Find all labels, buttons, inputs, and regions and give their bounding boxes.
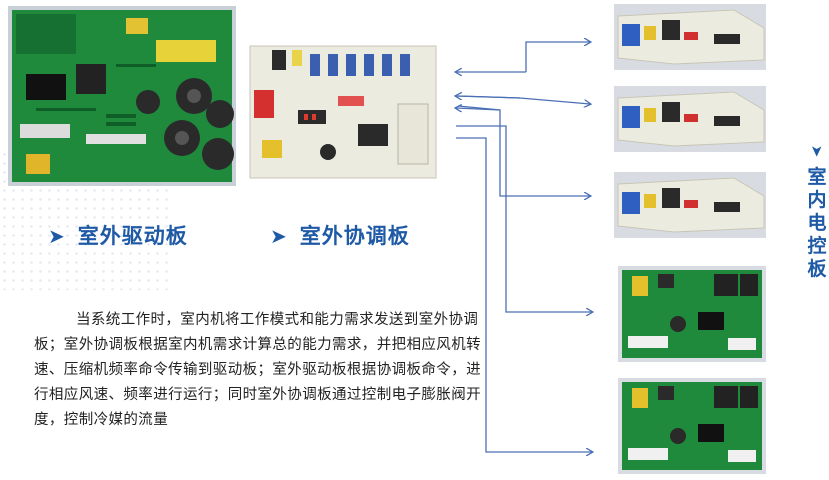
- indoor-board-image-2: [614, 86, 766, 152]
- chevron-right-icon: ➤: [48, 224, 66, 248]
- outdoor-driver-label: ➤室外驱动板: [48, 224, 188, 248]
- arrow-to-indoor-board-4: [456, 125, 592, 312]
- pcb-driver-board-icon: [8, 6, 236, 186]
- outdoor-driver-board-image: [6, 4, 238, 188]
- pcb-indoor-control-board-icon: [614, 172, 766, 238]
- indoor-board-image-3: [614, 172, 766, 238]
- chevron-right-icon: ➤: [270, 224, 288, 248]
- system-description: 当系统工作时，室内机将工作模式和能力需求发送到室外协调板；室外协调板根据室内机需…: [34, 312, 481, 428]
- outdoor-coordinator-label: ➤室外协调板: [270, 224, 410, 248]
- indoor-board-image-4: [618, 266, 766, 362]
- indoor-board-image-1: [614, 4, 766, 70]
- pcb-indoor-control-board-icon: [614, 4, 766, 70]
- pcb-indoor-control-board-icon: [614, 86, 766, 152]
- arrow-to-indoor-board-3: [457, 105, 590, 196]
- arrow-to-indoor-board-1: [525, 42, 590, 72]
- indoor-board-image-5: [618, 378, 766, 474]
- outdoor-coordinator-board-image: [248, 44, 438, 180]
- arrow-to-indoor-board-5: [456, 137, 592, 452]
- pcb-coordinator-board-icon: [249, 45, 437, 179]
- pcb-indoor-control-board-icon: [618, 378, 766, 474]
- indoor-control-label: ➤ 室 内 电 控 板: [804, 142, 829, 281]
- pcb-indoor-control-board-icon: [618, 266, 766, 362]
- chevron-down-icon: ➤: [808, 144, 826, 158]
